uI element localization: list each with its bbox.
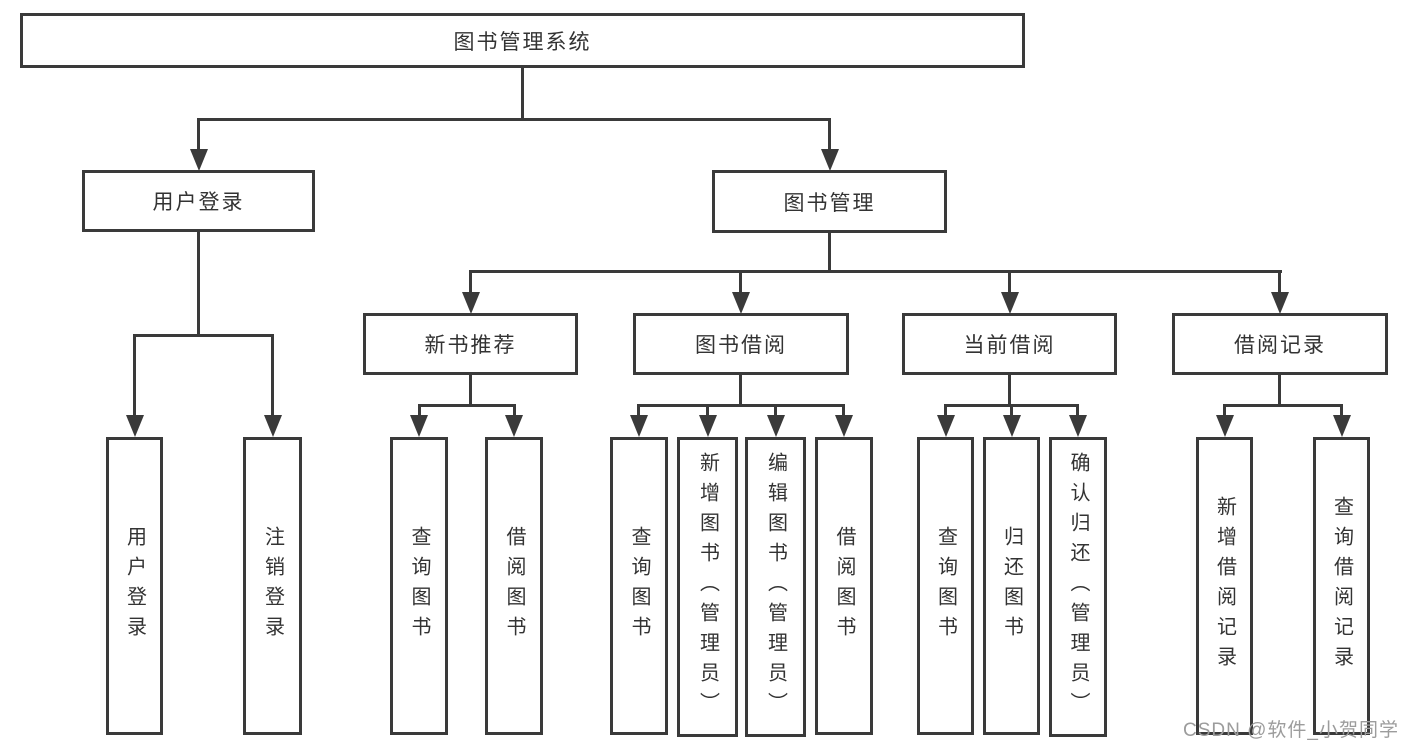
arrow-down-icon <box>835 415 853 437</box>
connector-line <box>739 373 742 407</box>
node-user-login-leaf: 用户登录 <box>106 437 163 735</box>
connector-line <box>469 270 472 300</box>
node-query-books-recommend: 查询图书 <box>390 437 448 735</box>
node-borrowing-records: 借阅记录 <box>1172 313 1388 375</box>
watermark: CSDN @软件_小贺同学 <box>1183 720 1399 741</box>
connector-line <box>1008 270 1011 300</box>
arrow-down-icon <box>505 415 523 437</box>
node-query-books-borrowing: 查询图书 <box>610 437 668 735</box>
arrow-down-icon <box>767 415 785 437</box>
connector-line <box>271 334 274 424</box>
connector-line <box>637 404 640 424</box>
node-label: 借阅图书 <box>833 526 855 646</box>
connector-line <box>1278 270 1281 300</box>
node-logout: 注销登录 <box>243 437 302 735</box>
arrow-down-icon <box>410 415 428 437</box>
connector-line <box>1278 373 1281 407</box>
arrow-down-icon <box>462 292 480 314</box>
connector-line <box>197 118 831 121</box>
node-add-book-admin: 新增图书（管理员） <box>677 437 738 737</box>
arrow-down-icon <box>699 415 717 437</box>
connector-line <box>944 404 947 424</box>
arrow-down-icon <box>264 415 282 437</box>
connector-line <box>513 404 516 424</box>
connector-line <box>197 230 200 336</box>
arrow-down-icon <box>732 292 750 314</box>
connector-line <box>521 66 524 120</box>
connector-line <box>828 118 831 152</box>
node-label: 新增图书（管理员） <box>696 452 719 722</box>
node-label: 图书管理 <box>783 191 876 215</box>
node-confirm-return-admin: 确认归还（管理员） <box>1049 437 1107 737</box>
node-book-borrowing: 图书借阅 <box>633 313 849 375</box>
connector-line <box>774 404 777 424</box>
connector-line <box>418 404 421 424</box>
node-label: 用户登录 <box>152 191 245 214</box>
arrow-down-icon <box>1333 415 1351 437</box>
node-label: 图书管理系统 <box>453 30 592 54</box>
connector-line <box>1340 404 1343 424</box>
node-label: 注销登录 <box>261 526 284 646</box>
arrow-down-icon <box>1001 292 1019 314</box>
connector-line <box>1008 373 1011 407</box>
node-label: 借阅记录 <box>1234 334 1326 357</box>
arrow-down-icon <box>1069 415 1087 437</box>
node-label: 查询图书 <box>628 526 650 646</box>
node-label: 查询图书 <box>934 526 957 646</box>
node-current-borrowing: 当前借阅 <box>902 313 1117 375</box>
node-label: 归还图书 <box>1000 526 1023 646</box>
connector-line <box>706 404 709 424</box>
node-return-books: 归还图书 <box>983 437 1040 735</box>
node-edit-book-admin: 编辑图书（管理员） <box>745 437 806 737</box>
node-query-borrow-record: 查询借阅记录 <box>1313 437 1370 735</box>
node-new-book-recommendation: 新书推荐 <box>363 313 578 375</box>
connector-line <box>1076 404 1079 424</box>
connector-line <box>133 334 136 424</box>
node-label: 图书借阅 <box>695 334 787 357</box>
connector-line <box>133 334 274 337</box>
arrow-down-icon <box>1003 415 1021 437</box>
node-label: 新增借阅记录 <box>1213 496 1236 676</box>
arrow-down-icon <box>1216 415 1234 437</box>
arrow-down-icon <box>937 415 955 437</box>
arrow-down-icon <box>126 415 144 437</box>
arrow-down-icon <box>821 149 839 171</box>
node-label: 查询图书 <box>408 526 430 646</box>
connector-line <box>1223 404 1343 407</box>
connector-line <box>842 404 845 424</box>
node-add-borrow-record: 新增借阅记录 <box>1196 437 1253 735</box>
connector-line <box>418 404 516 407</box>
node-label: 查询借阅记录 <box>1330 496 1353 676</box>
arrow-down-icon <box>1271 292 1289 314</box>
node-borrow-books-recommend: 借阅图书 <box>485 437 543 735</box>
node-label: 当前借阅 <box>963 334 1056 357</box>
node-label: 确认归还（管理员） <box>1067 452 1089 722</box>
connector-line <box>828 231 831 273</box>
connector-line <box>469 270 1282 273</box>
arrow-down-icon <box>630 415 648 437</box>
node-label: 新书推荐 <box>424 334 517 357</box>
node-borrow-books-borrowing: 借阅图书 <box>815 437 873 735</box>
connector-line <box>739 270 742 300</box>
connector-line <box>1010 404 1013 424</box>
connector-line <box>637 404 845 407</box>
node-book-management: 图书管理 <box>712 170 947 233</box>
arrow-down-icon <box>190 149 208 171</box>
node-label: 编辑图书（管理员） <box>764 452 787 722</box>
node-user-login: 用户登录 <box>82 170 315 232</box>
connector-line <box>1223 404 1226 424</box>
node-label: 借阅图书 <box>503 526 525 646</box>
connector-line <box>469 373 472 407</box>
node-label: 用户登录 <box>123 526 146 646</box>
connector-line <box>197 118 200 152</box>
node-query-books-current: 查询图书 <box>917 437 974 735</box>
node-library-system: 图书管理系统 <box>20 13 1025 68</box>
